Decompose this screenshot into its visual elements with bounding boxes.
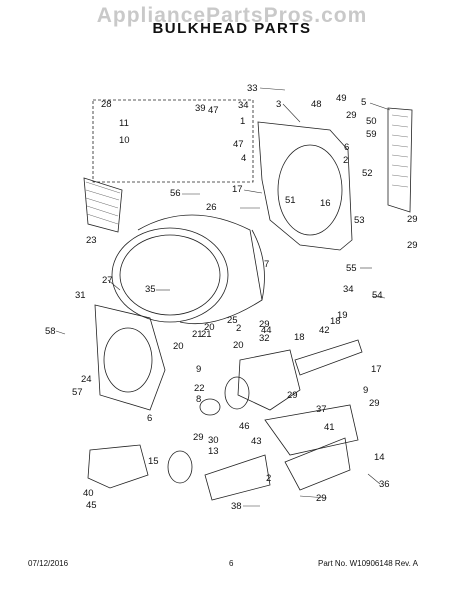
callout: 26 (206, 202, 217, 213)
callout: 6 (344, 142, 349, 153)
callout: 50 (366, 116, 377, 127)
callout: 48 (311, 99, 322, 110)
callout: 14 (374, 452, 385, 463)
callout: 46 (239, 421, 250, 432)
callout-labels: 33 3 48 49 5 28 39 47 34 1 11 10 47 4 29… (45, 83, 418, 512)
callout: 32 (259, 333, 270, 344)
rear-bulkhead (257, 121, 353, 251)
callout: 29 (287, 390, 298, 401)
heater-duct (294, 339, 363, 376)
callout: 43 (251, 436, 262, 447)
callout: 53 (354, 215, 365, 226)
callout: 29 (316, 493, 327, 504)
callout: 20 (204, 322, 215, 333)
callout: 36 (379, 479, 390, 490)
callout: 33 (247, 83, 258, 94)
callout: 44 (261, 325, 272, 336)
callout: 20 (173, 341, 184, 352)
callout: 40 (83, 488, 94, 499)
callout: 47 (208, 105, 219, 116)
callout: 41 (324, 422, 335, 433)
callout: 21 (192, 329, 203, 340)
callout: 37 (316, 404, 327, 415)
callout: 18 (294, 332, 305, 343)
callout: 20 (233, 340, 244, 351)
drum-front-rim (111, 227, 229, 323)
callout: 9 (363, 385, 368, 396)
callout: 59 (366, 129, 377, 140)
callout: 47 (233, 139, 244, 150)
footer-date: 07/12/2016 (28, 559, 69, 568)
page-title: BULKHEAD PARTS (152, 20, 312, 37)
base-panel (284, 437, 351, 491)
callout: 11 (119, 118, 129, 129)
watermark: AppliancePartsPros.com (96, 4, 368, 27)
callout: 16 (320, 198, 331, 209)
callout: 10 (119, 135, 130, 146)
front-bulkhead (94, 304, 166, 411)
callout: 31 (75, 290, 86, 301)
callout: 4 (241, 153, 246, 164)
callout: 58 (45, 326, 56, 337)
callout: 13 (208, 446, 219, 457)
callout: 35 (145, 284, 156, 295)
callout: 28 (101, 99, 112, 110)
callout: 29 (407, 240, 418, 251)
callout: 17 (232, 184, 243, 195)
blower-housing (237, 349, 301, 411)
callout: 17 (371, 364, 382, 375)
inset-box (92, 99, 254, 183)
callout: 29 (346, 110, 357, 121)
callout: 3 (276, 99, 281, 110)
drive-belt (167, 450, 193, 484)
callout: 7 (264, 259, 269, 270)
callout: 2 (266, 473, 271, 484)
callout: 24 (81, 374, 92, 385)
callout: 57 (72, 387, 83, 398)
callout: 18 (330, 316, 341, 327)
callout: 34 (343, 284, 354, 295)
leader-lines (55, 87, 391, 507)
callout: 54 (372, 290, 383, 301)
callout: 55 (346, 263, 357, 274)
callout: 49 (336, 93, 347, 104)
callout: 22 (194, 383, 205, 394)
callout: 25 (227, 315, 238, 326)
callout: 27 (102, 275, 113, 286)
callout: 56 (170, 188, 181, 199)
callout: 34 (238, 100, 249, 111)
blower-wheel (224, 376, 250, 410)
callout: 9 (196, 364, 201, 375)
lint-duct (264, 404, 359, 456)
callout: 45 (86, 500, 97, 511)
drum-body (137, 214, 263, 325)
callout: 2 (236, 323, 241, 334)
callout: 5 (361, 97, 366, 108)
callout: 6 (147, 413, 152, 424)
callout: 39 (195, 103, 206, 114)
callout: 15 (148, 456, 159, 467)
air-duct (204, 454, 271, 501)
footer-part-number: Part No. W10906148 Rev. A (318, 559, 418, 568)
callout: 29 (369, 398, 380, 409)
callout: 8 (196, 394, 201, 405)
callout: 51 (285, 195, 296, 206)
callout: 19 (337, 310, 348, 321)
callout: 21 (201, 329, 212, 340)
callout: 42 (319, 325, 330, 336)
footer-page: 6 (229, 559, 234, 568)
callout: 29 (407, 214, 418, 225)
callout: 38 (231, 501, 242, 512)
callout: 23 (86, 235, 97, 246)
callout: 52 (362, 168, 373, 179)
callout: 2 (343, 155, 348, 166)
callout: 29 (193, 432, 204, 443)
callout: 29 (259, 319, 270, 330)
exhaust-vent (387, 107, 413, 213)
callout: 1 (240, 116, 245, 127)
lower-duct (87, 444, 149, 489)
grille-panel (83, 177, 123, 233)
callout: 30 (208, 435, 219, 446)
